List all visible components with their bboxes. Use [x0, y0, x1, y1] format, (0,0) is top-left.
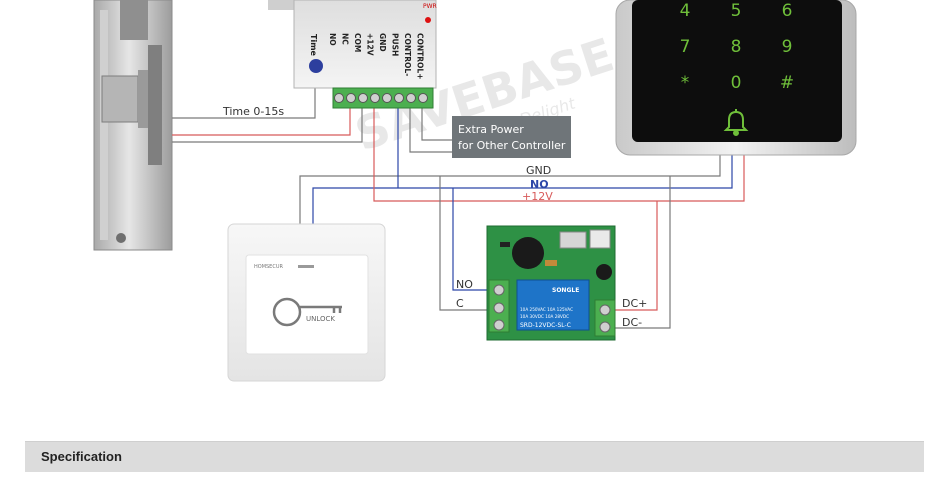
wire-time	[172, 85, 316, 119]
wire-12v	[373, 108, 745, 202]
relay-terminal-dcminus: DC-	[622, 316, 642, 329]
keypad-key: 9	[782, 37, 793, 57]
electric-strike-lock	[93, 0, 173, 251]
wires	[172, 85, 745, 329]
keypad-key: 0	[731, 73, 742, 93]
wire-lock-red	[172, 108, 351, 136]
terminal-screw	[346, 93, 356, 103]
keypad-key: 7	[680, 37, 691, 57]
relay-brand: SONGLE	[552, 287, 579, 294]
keypad-key: 5	[731, 1, 742, 21]
terminal-screw	[358, 93, 368, 103]
extra-power-line-2: for Other Controller	[458, 139, 566, 152]
controller-port-label: PUSH	[391, 33, 400, 56]
controller-terminals	[334, 93, 428, 103]
controller-port-label: CONTROL+	[416, 33, 425, 80]
keypad-key: 8	[731, 37, 742, 57]
keypad-reader: 4 5 6 7 8 9 * 0 #	[615, 0, 857, 156]
terminal-screw	[334, 93, 344, 103]
controller-port-label: +12V	[366, 33, 375, 56]
keypad-key: *	[681, 73, 690, 93]
relay-model: SRD-12VDC-SL-C	[520, 322, 571, 329]
section-header: Specification	[25, 441, 924, 472]
wire-gnd	[299, 155, 721, 232]
wire-relay-c	[439, 176, 505, 311]
controller-port-label: NO	[328, 33, 337, 46]
relay-rating-1: 10A 250VAC 10A 125VAC	[520, 307, 573, 312]
terminal-screw	[418, 93, 428, 103]
terminal-screw	[394, 93, 404, 103]
wire-label-12v: +12V	[522, 190, 553, 203]
key-icon	[272, 297, 342, 327]
wire-lock-grey	[172, 108, 363, 143]
bell-icon	[723, 109, 749, 136]
wire-label-no: NO	[530, 178, 549, 191]
wire-relay-dcminus	[605, 176, 671, 329]
exit-button-brand: HOMSECUR	[254, 264, 283, 270]
terminal-screw	[406, 93, 416, 103]
controller-time-label: Time	[309, 34, 318, 57]
exit-button: HOMSECUR UNLOCK	[227, 223, 386, 382]
controller-power-label: PWR	[423, 3, 437, 10]
extra-power-callout: Extra Power for Other Controller	[452, 116, 571, 158]
wire-relay-dcplus	[605, 201, 658, 311]
keypad-key: #	[780, 73, 794, 93]
relay-terminal-c: C	[456, 297, 464, 310]
controller-port-label: CONTROL-	[403, 33, 412, 76]
section-title: Specification	[41, 449, 122, 464]
keypad-keys: 4 5 6 7 8 9 * 0 #	[680, 1, 795, 93]
controller-port-label: GND	[378, 33, 387, 52]
controller-port-label: NC	[341, 33, 350, 45]
terminal-screw	[370, 93, 380, 103]
extra-power-line-1: Extra Power	[458, 123, 524, 136]
exit-button-label: UNLOCK	[306, 315, 335, 323]
relay-terminal-dcplus: DC+	[622, 297, 647, 310]
terminal-screw	[382, 93, 392, 103]
relay-rating-2: 10A 30VDC 10A 28VDC	[520, 314, 569, 319]
keypad-key: 6	[782, 1, 793, 21]
time-pot	[309, 59, 323, 73]
wire-label-gnd: GND	[526, 164, 551, 177]
relay-terminal-no: NO	[456, 278, 473, 291]
keypad-key: 4	[680, 1, 691, 21]
relay-module: SONGLE 10A 250VAC 10A 125VAC 10A 30VDC 1…	[486, 225, 616, 341]
wire-extra-1	[409, 108, 455, 153]
controller-port-label: COM	[353, 33, 362, 52]
wire-extra-2	[421, 108, 455, 141]
wire-no	[312, 155, 733, 232]
time-range-label: Time 0-15s	[222, 105, 284, 118]
